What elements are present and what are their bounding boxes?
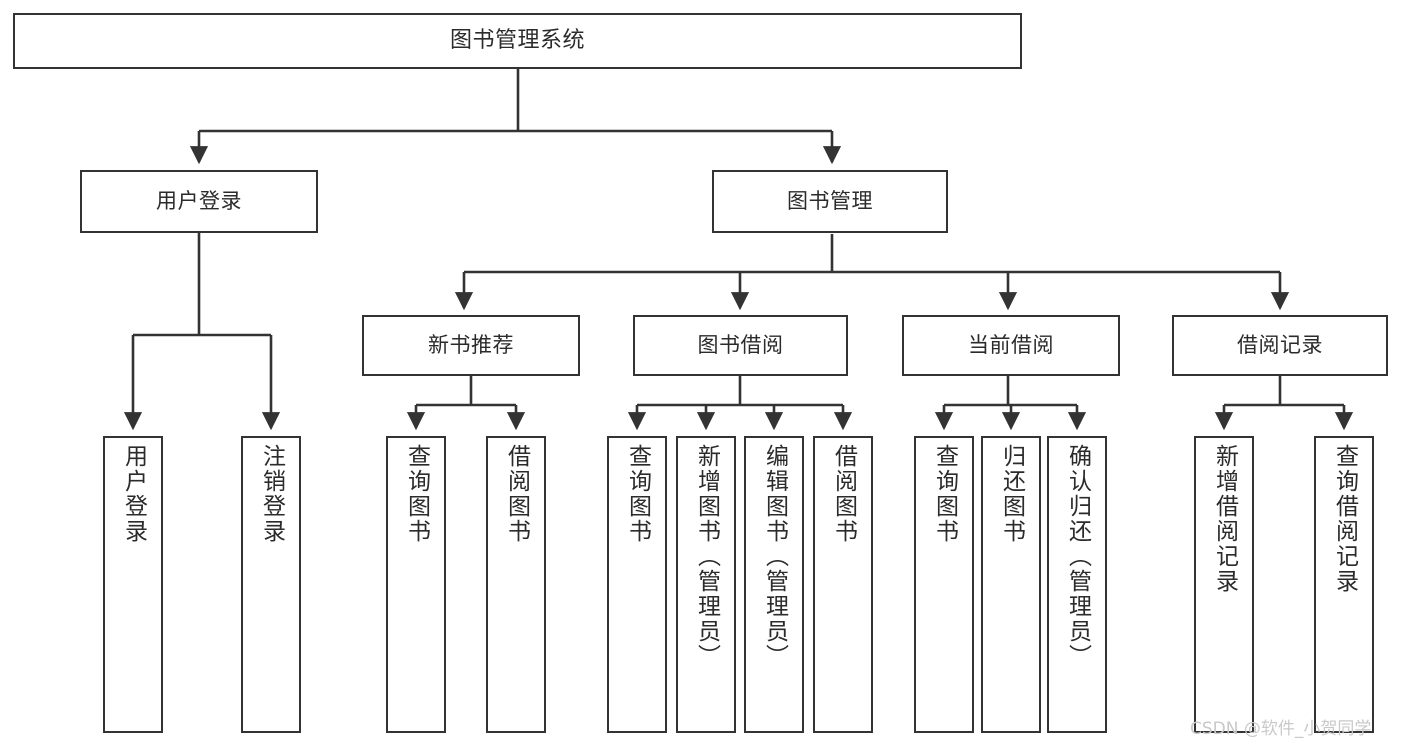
node-label: 新增借阅记录 xyxy=(1211,444,1238,594)
leaf-borrow-borrow-book[interactable]: 借阅图书 xyxy=(813,436,873,733)
leaf-user-login-signin[interactable]: 用户登录 xyxy=(103,436,163,733)
node-book-management[interactable]: 图书管理 xyxy=(712,170,948,233)
node-label: 查询图书 xyxy=(403,444,430,544)
node-label: 借阅图书 xyxy=(503,444,530,544)
leaf-user-login-signout[interactable]: 注销登录 xyxy=(241,436,301,733)
node-label: 查询图书 xyxy=(931,444,958,544)
node-label: 用户登录 xyxy=(156,189,242,214)
node-label: 查询图书 xyxy=(624,444,651,544)
node-label: 图书管理 xyxy=(787,189,873,214)
csdn-watermark: CSDN @软件_小贺同学 xyxy=(1190,719,1372,739)
node-book-borrow[interactable]: 图书借阅 xyxy=(633,315,848,376)
leaf-new-book-borrow[interactable]: 借阅图书 xyxy=(486,436,546,733)
leaf-record-query-borrow-record[interactable]: 查询借阅记录 xyxy=(1314,436,1374,733)
node-user-login[interactable]: 用户登录 xyxy=(80,170,318,233)
leaf-borrow-query-book[interactable]: 查询图书 xyxy=(607,436,667,733)
node-borrow-record[interactable]: 借阅记录 xyxy=(1172,315,1388,376)
leaf-record-add-borrow-record[interactable]: 新增借阅记录 xyxy=(1194,436,1254,733)
leaf-borrow-edit-book-admin[interactable]: 编辑图书（管理员） xyxy=(744,436,804,733)
node-label: 当前借阅 xyxy=(968,333,1054,358)
leaf-current-query-book[interactable]: 查询图书 xyxy=(914,436,974,733)
node-label: 注销登录 xyxy=(258,444,285,544)
node-label: 借阅图书 xyxy=(830,444,857,544)
node-label: 查询借阅记录 xyxy=(1331,444,1358,594)
node-label: 图书借阅 xyxy=(697,333,784,358)
leaf-borrow-add-book-admin[interactable]: 新增图书（管理员） xyxy=(676,436,736,733)
leaf-new-book-query[interactable]: 查询图书 xyxy=(386,436,446,733)
leaf-current-return-book[interactable]: 归还图书 xyxy=(981,436,1041,733)
node-new-book-recommend[interactable]: 新书推荐 xyxy=(362,315,580,376)
node-label: 新书推荐 xyxy=(428,333,514,358)
node-label: 归还图书 xyxy=(998,444,1025,544)
node-label: 图书管理系统 xyxy=(449,28,585,54)
node-label: 用户登录 xyxy=(120,444,147,544)
leaf-current-confirm-return-admin[interactable]: 确认归还（管理员） xyxy=(1047,436,1107,733)
node-label: 借阅记录 xyxy=(1237,333,1323,358)
node-root-library-system[interactable]: 图书管理系统 xyxy=(13,13,1022,69)
node-label: 新增图书（管理员） xyxy=(693,444,720,669)
node-current-borrow[interactable]: 当前借阅 xyxy=(902,315,1120,376)
node-label: 确认归还（管理员） xyxy=(1064,444,1091,669)
node-label: 编辑图书（管理员） xyxy=(761,444,788,669)
